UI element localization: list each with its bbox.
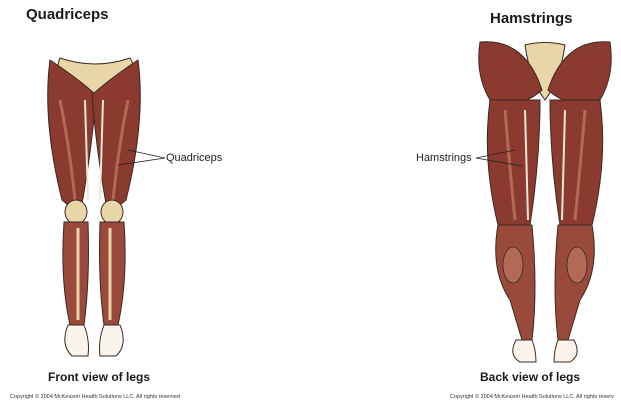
back-view-panel: Hamstrings Hamstrings Back view of legs … <box>310 0 621 402</box>
front-legs-illustration <box>0 0 300 402</box>
front-view-caption: Front view of legs <box>48 370 150 384</box>
right-copyright: Copyright © 2004 McKesson Health Solutio… <box>450 394 614 400</box>
back-view-caption: Back view of legs <box>480 370 580 384</box>
hamstrings-label: Hamstrings <box>416 152 472 164</box>
front-view-panel: Quadriceps Quadriceps Front view of legs… <box>0 0 300 402</box>
left-copyright: Copyright © 2004 McKesson Health Solutio… <box>10 394 180 400</box>
back-legs-illustration <box>310 0 621 402</box>
quadriceps-label: Quadriceps <box>166 152 222 164</box>
